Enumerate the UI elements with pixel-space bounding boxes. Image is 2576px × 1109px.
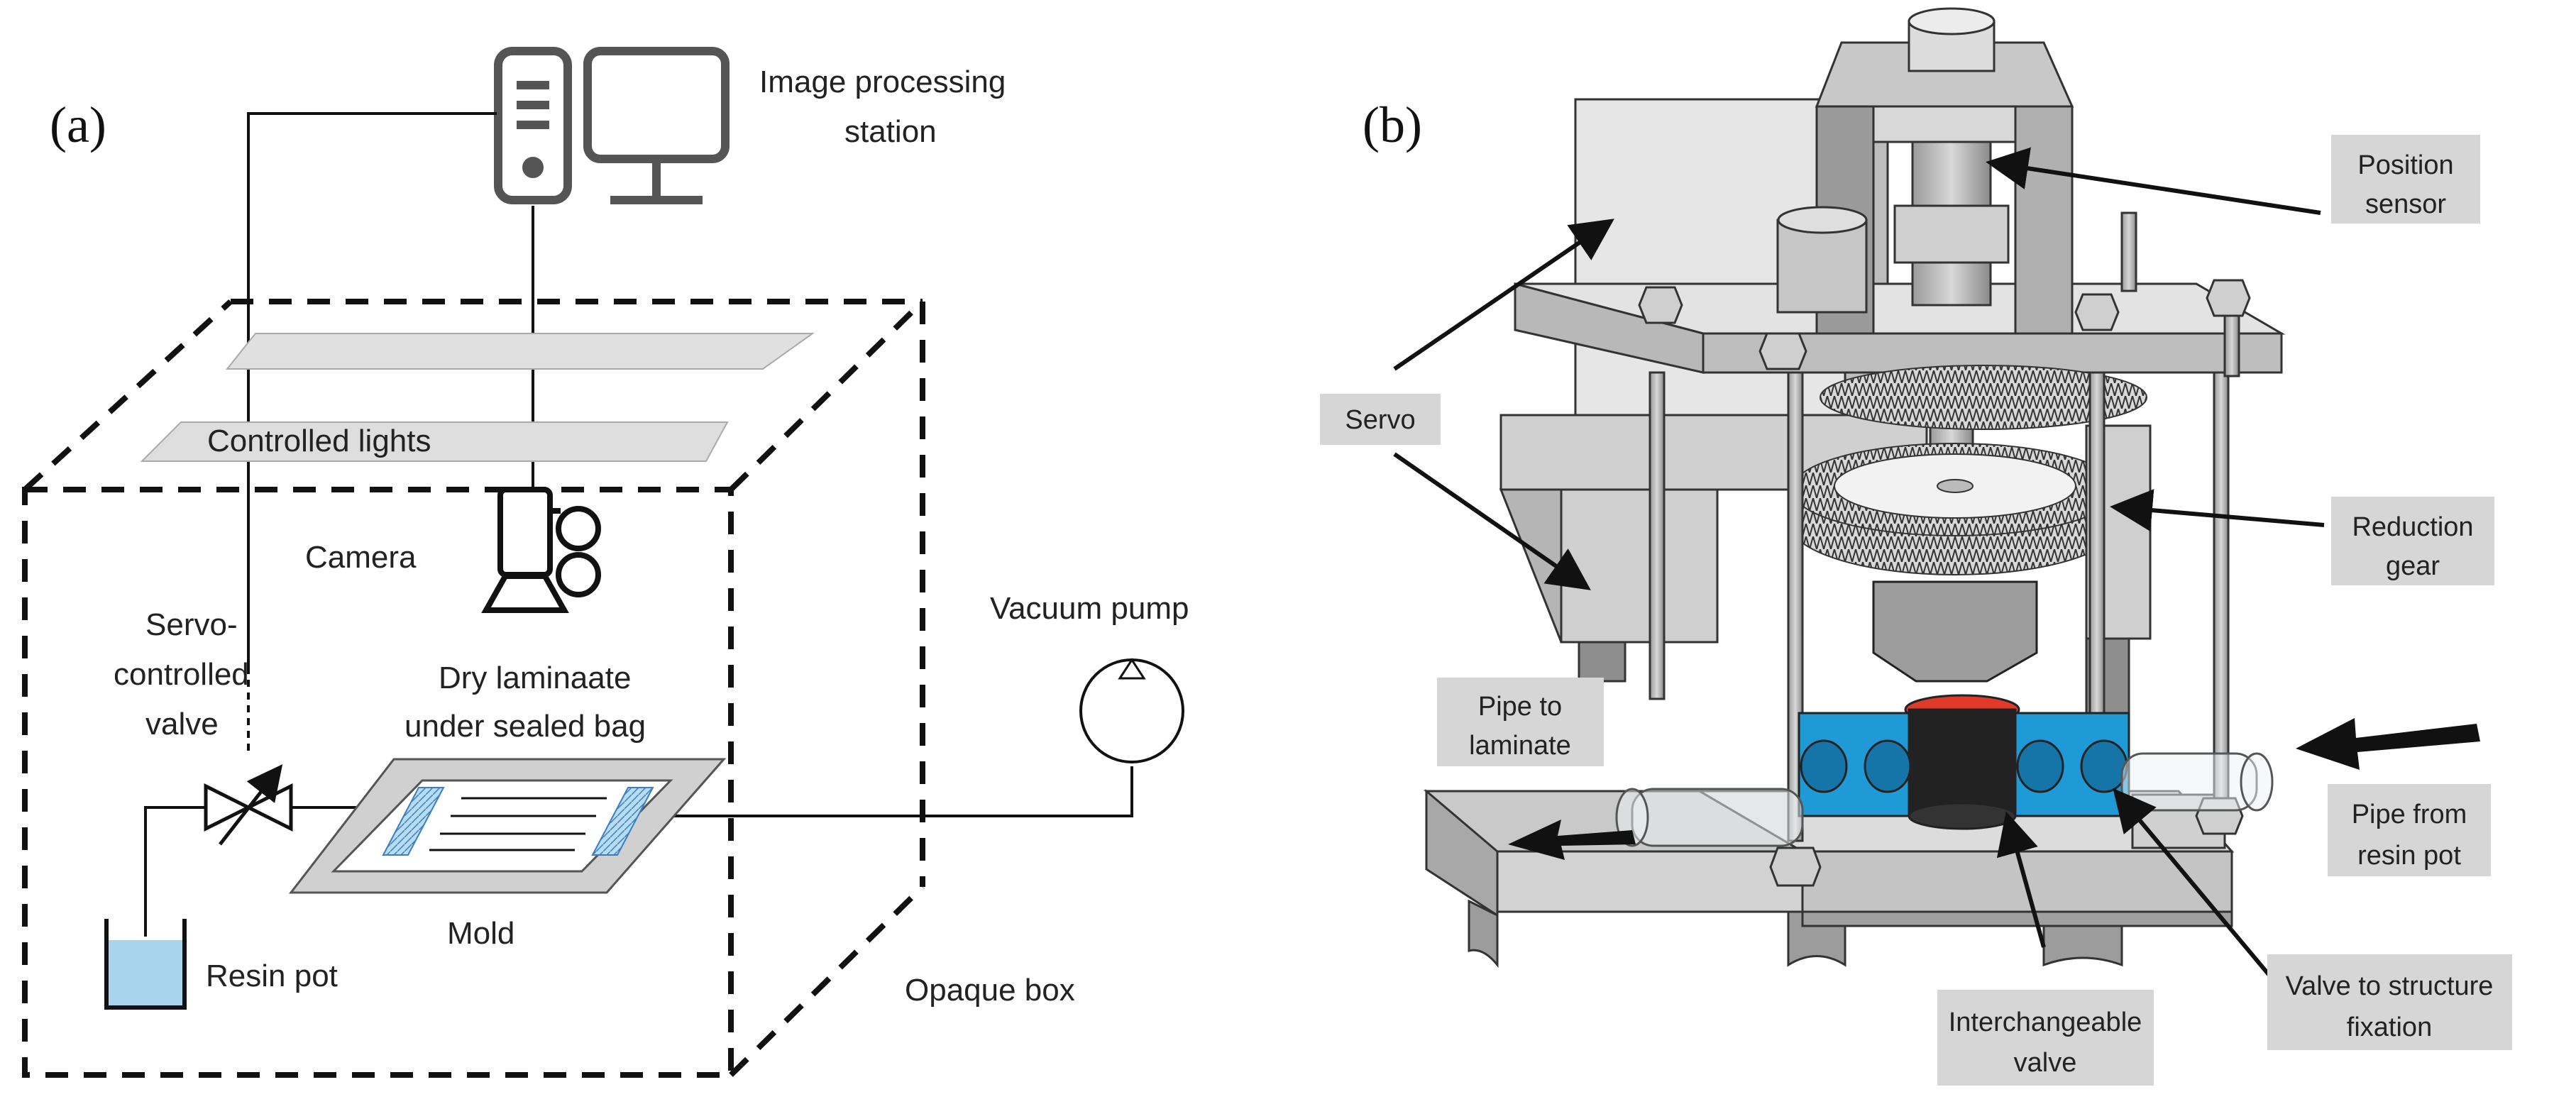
upper-gear <box>1820 365 2147 430</box>
opaque-box <box>22 299 925 1078</box>
outlet-distribution-mesh <box>591 787 654 856</box>
controlled-lights-label: Controlled lights <box>207 424 431 458</box>
vacuum-pump-label: Vacuum pump <box>990 591 1189 626</box>
position-sensor-line1: Position <box>2357 150 2453 180</box>
panel-b-device-render: (b) <box>1320 7 2512 1086</box>
position-sensor-line2: sensor <box>2365 189 2446 219</box>
servo-valve-label-line1: Servo- <box>145 607 238 642</box>
callout-interchangeable-valve: Interchangeable valve <box>1937 990 2154 1086</box>
laminate-plies <box>429 797 607 851</box>
computer-valve-wire <box>247 112 497 667</box>
inlet-distribution-mesh <box>382 787 445 856</box>
panel-b-label: (b) <box>1363 96 1422 153</box>
sensor-bracket <box>1815 7 2074 335</box>
resin-pot-label: Resin pot <box>206 959 338 993</box>
callout-valve-fixation: Valve to structure fixation <box>2267 954 2512 1050</box>
valve-fixation-line2: fixation <box>2347 1013 2432 1042</box>
light-panel-lower <box>140 421 729 462</box>
servo-valve-label-line2: controlled <box>114 657 249 692</box>
callout-servo: Servo <box>1320 394 1441 445</box>
pipe-from-resin-line1: Pipe from <box>2352 800 2467 829</box>
panel-a-label: (a) <box>50 96 106 153</box>
flow-arrows <box>1508 718 2480 860</box>
dry-laminate-label-line2: under sealed bag <box>404 709 646 744</box>
reduction-gear-line1: Reduction <box>2352 512 2473 542</box>
callout-position-sensor: Position sensor <box>2331 135 2480 224</box>
servo-valve-icon <box>204 764 293 846</box>
image-processing-label-line2: station <box>844 114 937 149</box>
vacuum-pump-icon <box>1079 658 1184 763</box>
computer-icon <box>494 47 730 204</box>
callout-reduction-gear: Reduction gear <box>2331 497 2494 585</box>
resin-pipe <box>144 806 206 937</box>
camera-icon <box>481 487 601 613</box>
vacuum-pipe <box>632 766 1133 817</box>
callout-pipe-from-resin: Pipe from resin pot <box>2328 784 2491 876</box>
interchangeable-valve-line1: Interchangeable <box>1949 1008 2142 1037</box>
pipe-to-laminate-line1: Pipe to <box>1478 692 1562 722</box>
servo-valve-label-line3: valve <box>145 707 219 741</box>
light-panel-upper <box>225 333 815 370</box>
pipe-from-resin-line2: resin pot <box>2357 841 2461 871</box>
camera-label: Camera <box>305 540 417 575</box>
opaque-box-label: Opaque box <box>905 973 1075 1008</box>
position-sensor <box>1776 140 2010 314</box>
reduction-gear <box>1788 443 2123 575</box>
resin-pot-icon <box>104 919 187 1010</box>
valve-fixation-line1: Valve to structure <box>2286 971 2494 1001</box>
valve-assembly <box>1798 580 2130 830</box>
reduction-gear-line2: gear <box>2386 551 2440 581</box>
image-processing-label-line1: Image processing <box>759 65 1006 99</box>
servo-callout-label: Servo <box>1345 405 1415 435</box>
base-block <box>1423 789 2235 969</box>
callout-arrows <box>1393 147 2325 991</box>
interchangeable-valve-line2: valve <box>2014 1048 2077 1078</box>
dry-laminate-label-line1: Dry laminaate <box>439 661 631 695</box>
hex-nuts <box>1638 279 2251 887</box>
panel-a-schematic: (a) Image processing station Opa <box>22 47 1189 1078</box>
callout-pipe-to-laminate: Pipe to laminate <box>1437 678 1604 766</box>
mold-label: Mold <box>447 916 514 951</box>
pipe-to-laminate-line2: laminate <box>1469 731 1571 761</box>
